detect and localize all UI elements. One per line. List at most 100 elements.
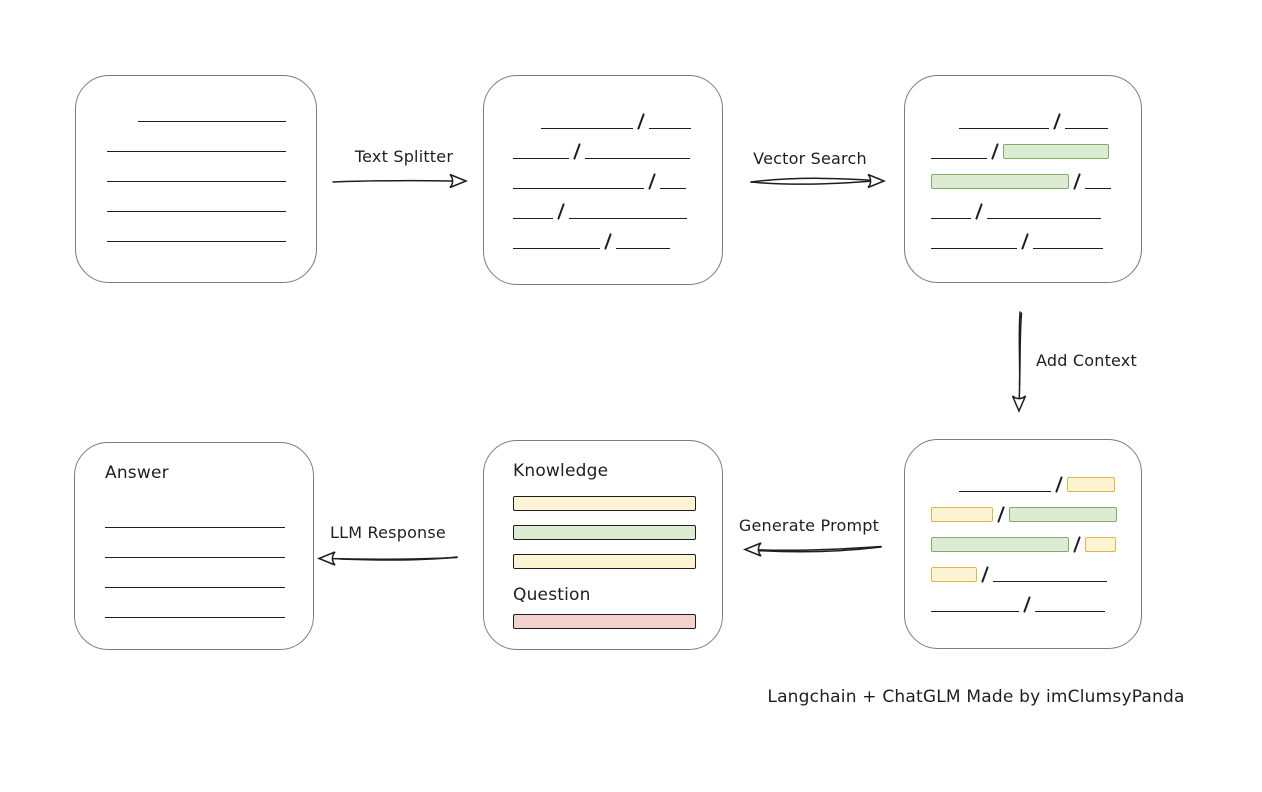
text-line	[959, 128, 1049, 129]
text-row	[513, 219, 722, 250]
text-line	[1033, 248, 1103, 249]
text-line	[660, 188, 686, 189]
text-slash	[573, 143, 581, 160]
text-line	[105, 557, 285, 558]
answer-node: Answer	[74, 442, 314, 650]
text-line	[1085, 188, 1111, 189]
text-line	[105, 527, 285, 528]
yellow-bar	[513, 554, 696, 569]
add-context-arrowhead	[1011, 395, 1027, 413]
generate-prompt-arrow2	[748, 546, 882, 553]
text-row	[931, 99, 1141, 130]
llm-response-arrow	[322, 556, 458, 560]
text-line	[931, 611, 1019, 612]
vector-matches-lines	[931, 99, 1141, 250]
green-bar	[513, 525, 696, 540]
text-slash	[997, 506, 1005, 523]
text-slash	[637, 113, 645, 130]
text-slash	[1021, 233, 1029, 250]
document-lines	[107, 92, 316, 242]
red-bar	[513, 614, 696, 629]
yellow-bar	[513, 496, 696, 511]
llm-response-arrow2	[339, 556, 458, 561]
knowledge-label: Knowledge	[513, 461, 609, 481]
yellow-highlight-chunk	[931, 567, 977, 582]
text-line	[107, 181, 286, 182]
text-row	[931, 582, 1141, 613]
text-splitter-label: Text Splitter	[354, 147, 454, 166]
text-row	[513, 189, 722, 220]
text-line	[931, 218, 971, 219]
text-slash	[981, 566, 989, 583]
text-line	[1065, 128, 1108, 129]
yellow-highlight-chunk	[1085, 537, 1116, 552]
question-label: Question	[513, 585, 591, 605]
text-line	[987, 218, 1101, 219]
generate-prompt-label: Generate Prompt	[738, 516, 880, 535]
text-line	[513, 188, 644, 189]
text-line	[138, 121, 286, 122]
text-slash	[1023, 596, 1031, 613]
add-context-arrow	[1018, 311, 1021, 404]
caption: Langchain + ChatGLM Made by imClumsyPand…	[767, 687, 1185, 707]
text-line	[993, 581, 1107, 582]
text-line	[931, 158, 987, 159]
text-row	[931, 492, 1141, 523]
generate-prompt-arrow	[748, 545, 882, 552]
vector-matches-node	[904, 75, 1142, 283]
context-matches-node	[904, 439, 1142, 649]
text-line	[513, 218, 553, 219]
text-slash	[991, 143, 999, 160]
text-row	[931, 552, 1141, 583]
yellow-highlight-chunk	[931, 507, 993, 522]
llm-response-arrowhead	[317, 551, 336, 566]
question-bars	[513, 614, 722, 629]
text-slash	[648, 173, 656, 190]
vector-search-arrow	[750, 177, 881, 183]
text-line	[107, 211, 286, 212]
text-line	[959, 491, 1051, 492]
text-row	[105, 498, 313, 528]
knowledge-bars	[513, 496, 722, 569]
text-line	[931, 248, 1017, 249]
text-row	[107, 92, 316, 122]
green-highlight-chunk	[1009, 507, 1117, 522]
llm-response-label: LLM Response	[330, 523, 446, 542]
text-slash	[1055, 476, 1063, 493]
text-row	[513, 129, 722, 160]
text-row	[931, 522, 1141, 553]
text-line	[1035, 611, 1105, 612]
text-slash	[1073, 536, 1081, 553]
text-row	[931, 159, 1141, 190]
text-slash	[557, 203, 565, 220]
text-row	[931, 219, 1141, 250]
text-slash	[1053, 113, 1061, 130]
text-line	[569, 218, 687, 219]
prompt-node: Knowledge Question	[483, 440, 723, 650]
yellow-highlight-chunk	[1067, 477, 1115, 492]
text-row	[107, 122, 316, 152]
document-node	[75, 75, 317, 283]
text-line	[541, 128, 633, 129]
text-line	[107, 241, 286, 242]
text-row	[107, 212, 316, 242]
text-line	[649, 128, 691, 129]
vector-search-label: Vector Search	[753, 149, 867, 168]
text-row	[931, 462, 1141, 493]
context-matches-lines	[931, 462, 1141, 613]
vector-search-arrowhead	[867, 173, 886, 189]
split-text-node	[483, 75, 723, 285]
generate-prompt-arrowhead	[743, 542, 762, 557]
text-row	[931, 129, 1141, 160]
green-highlight-chunk	[1003, 144, 1109, 159]
add-context-label: Add Context	[1036, 351, 1137, 370]
text-line	[585, 158, 690, 159]
green-highlight-chunk	[931, 537, 1069, 552]
text-line	[616, 248, 670, 249]
text-splitter-arrowhead	[449, 173, 468, 189]
text-row	[107, 152, 316, 182]
text-slash	[975, 203, 983, 220]
text-row	[105, 558, 313, 588]
text-slash	[1073, 173, 1081, 190]
